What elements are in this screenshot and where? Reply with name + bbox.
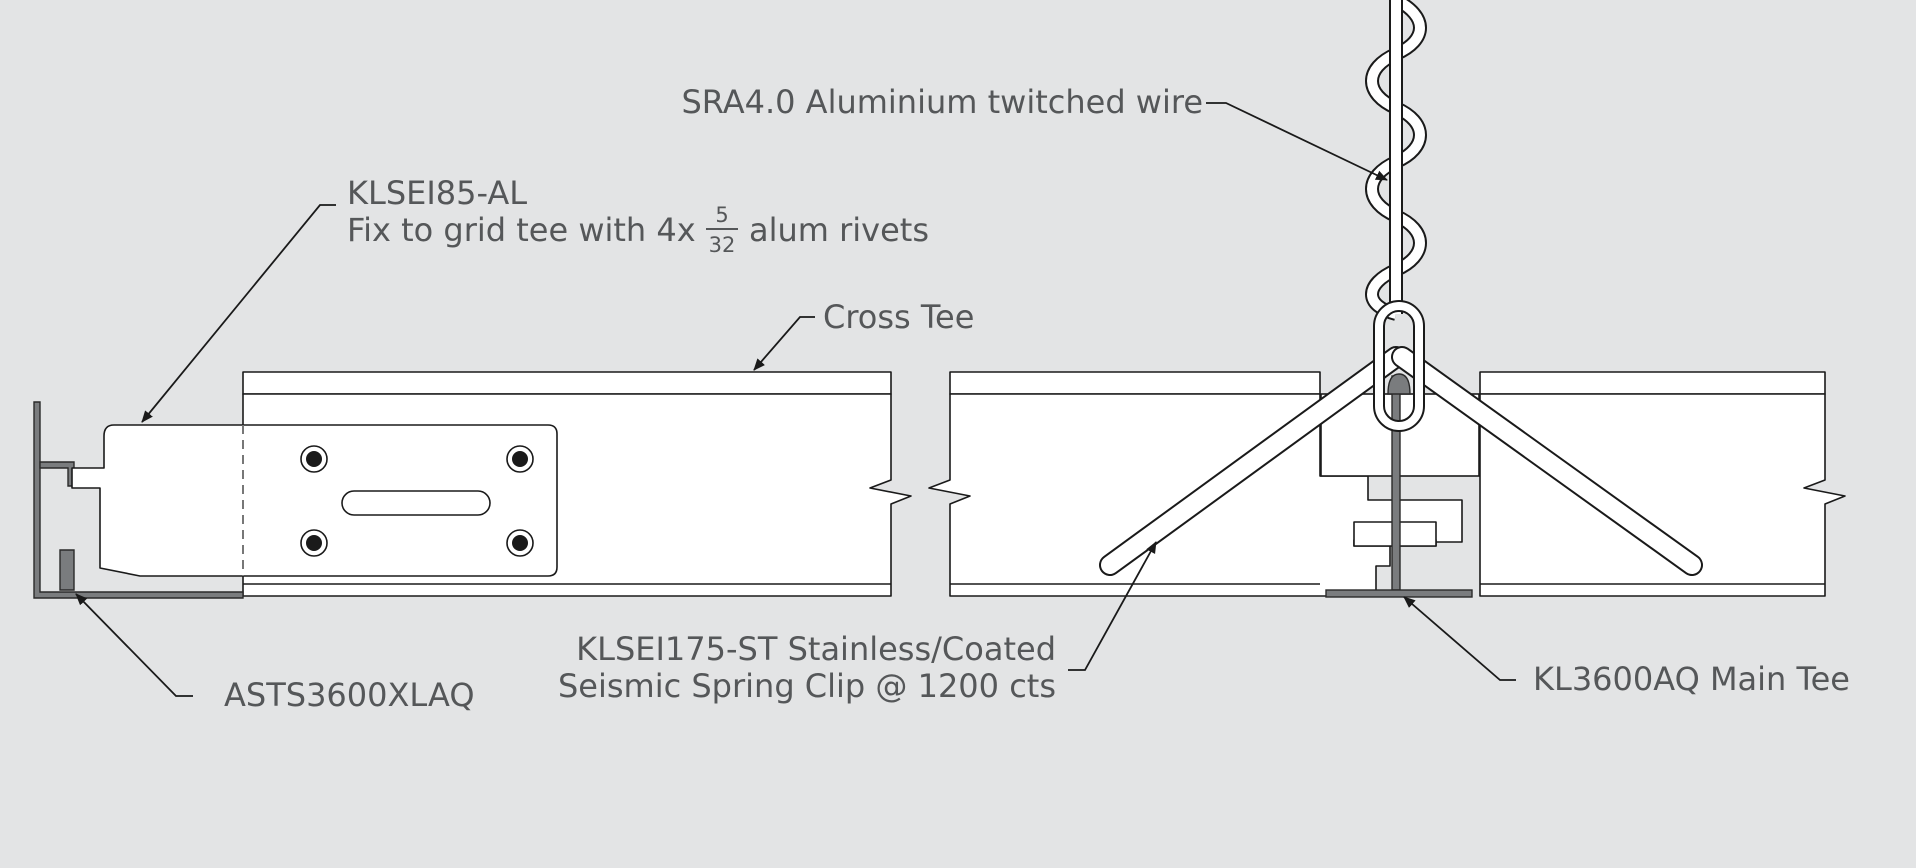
wall-angle-label: ASTS3600XLAQ <box>224 676 475 714</box>
wire-label: SRA4.0 Aluminium twitched wire <box>681 83 1203 121</box>
seismic-spring-clip <box>1099 346 1703 576</box>
bracket-code-label: KLSEI85-AL <box>347 174 527 212</box>
cross-tee-label: Cross Tee <box>823 298 974 336</box>
bracket-note-suffix: alum rivets <box>749 211 929 249</box>
spring-clip-label-line2: Seismic Spring Clip @ 1200 cts <box>558 667 1056 705</box>
rivet-icon <box>506 529 534 557</box>
leader-lines <box>75 102 1516 697</box>
fraction-denominator: 32 <box>709 233 736 257</box>
wall-angle-profile <box>33 401 244 599</box>
spring-clip-label-line1: KLSEI175-ST Stainless/Coated <box>576 630 1056 668</box>
cross-tee-right-section <box>1479 371 1846 597</box>
main-tee-label: KL3600AQ Main Tee <box>1533 660 1850 698</box>
main-tee-profile <box>1320 375 1480 598</box>
seismic-bracket <box>71 424 558 577</box>
rivet-icon <box>300 529 328 557</box>
fraction-numerator: 5 <box>715 203 728 227</box>
bracket-note-prefix: Fix to grid tee with 4x <box>347 211 696 249</box>
rivet-icon <box>506 445 534 473</box>
hanger-wire <box>1365 0 1427 432</box>
rivet-icon <box>300 445 328 473</box>
